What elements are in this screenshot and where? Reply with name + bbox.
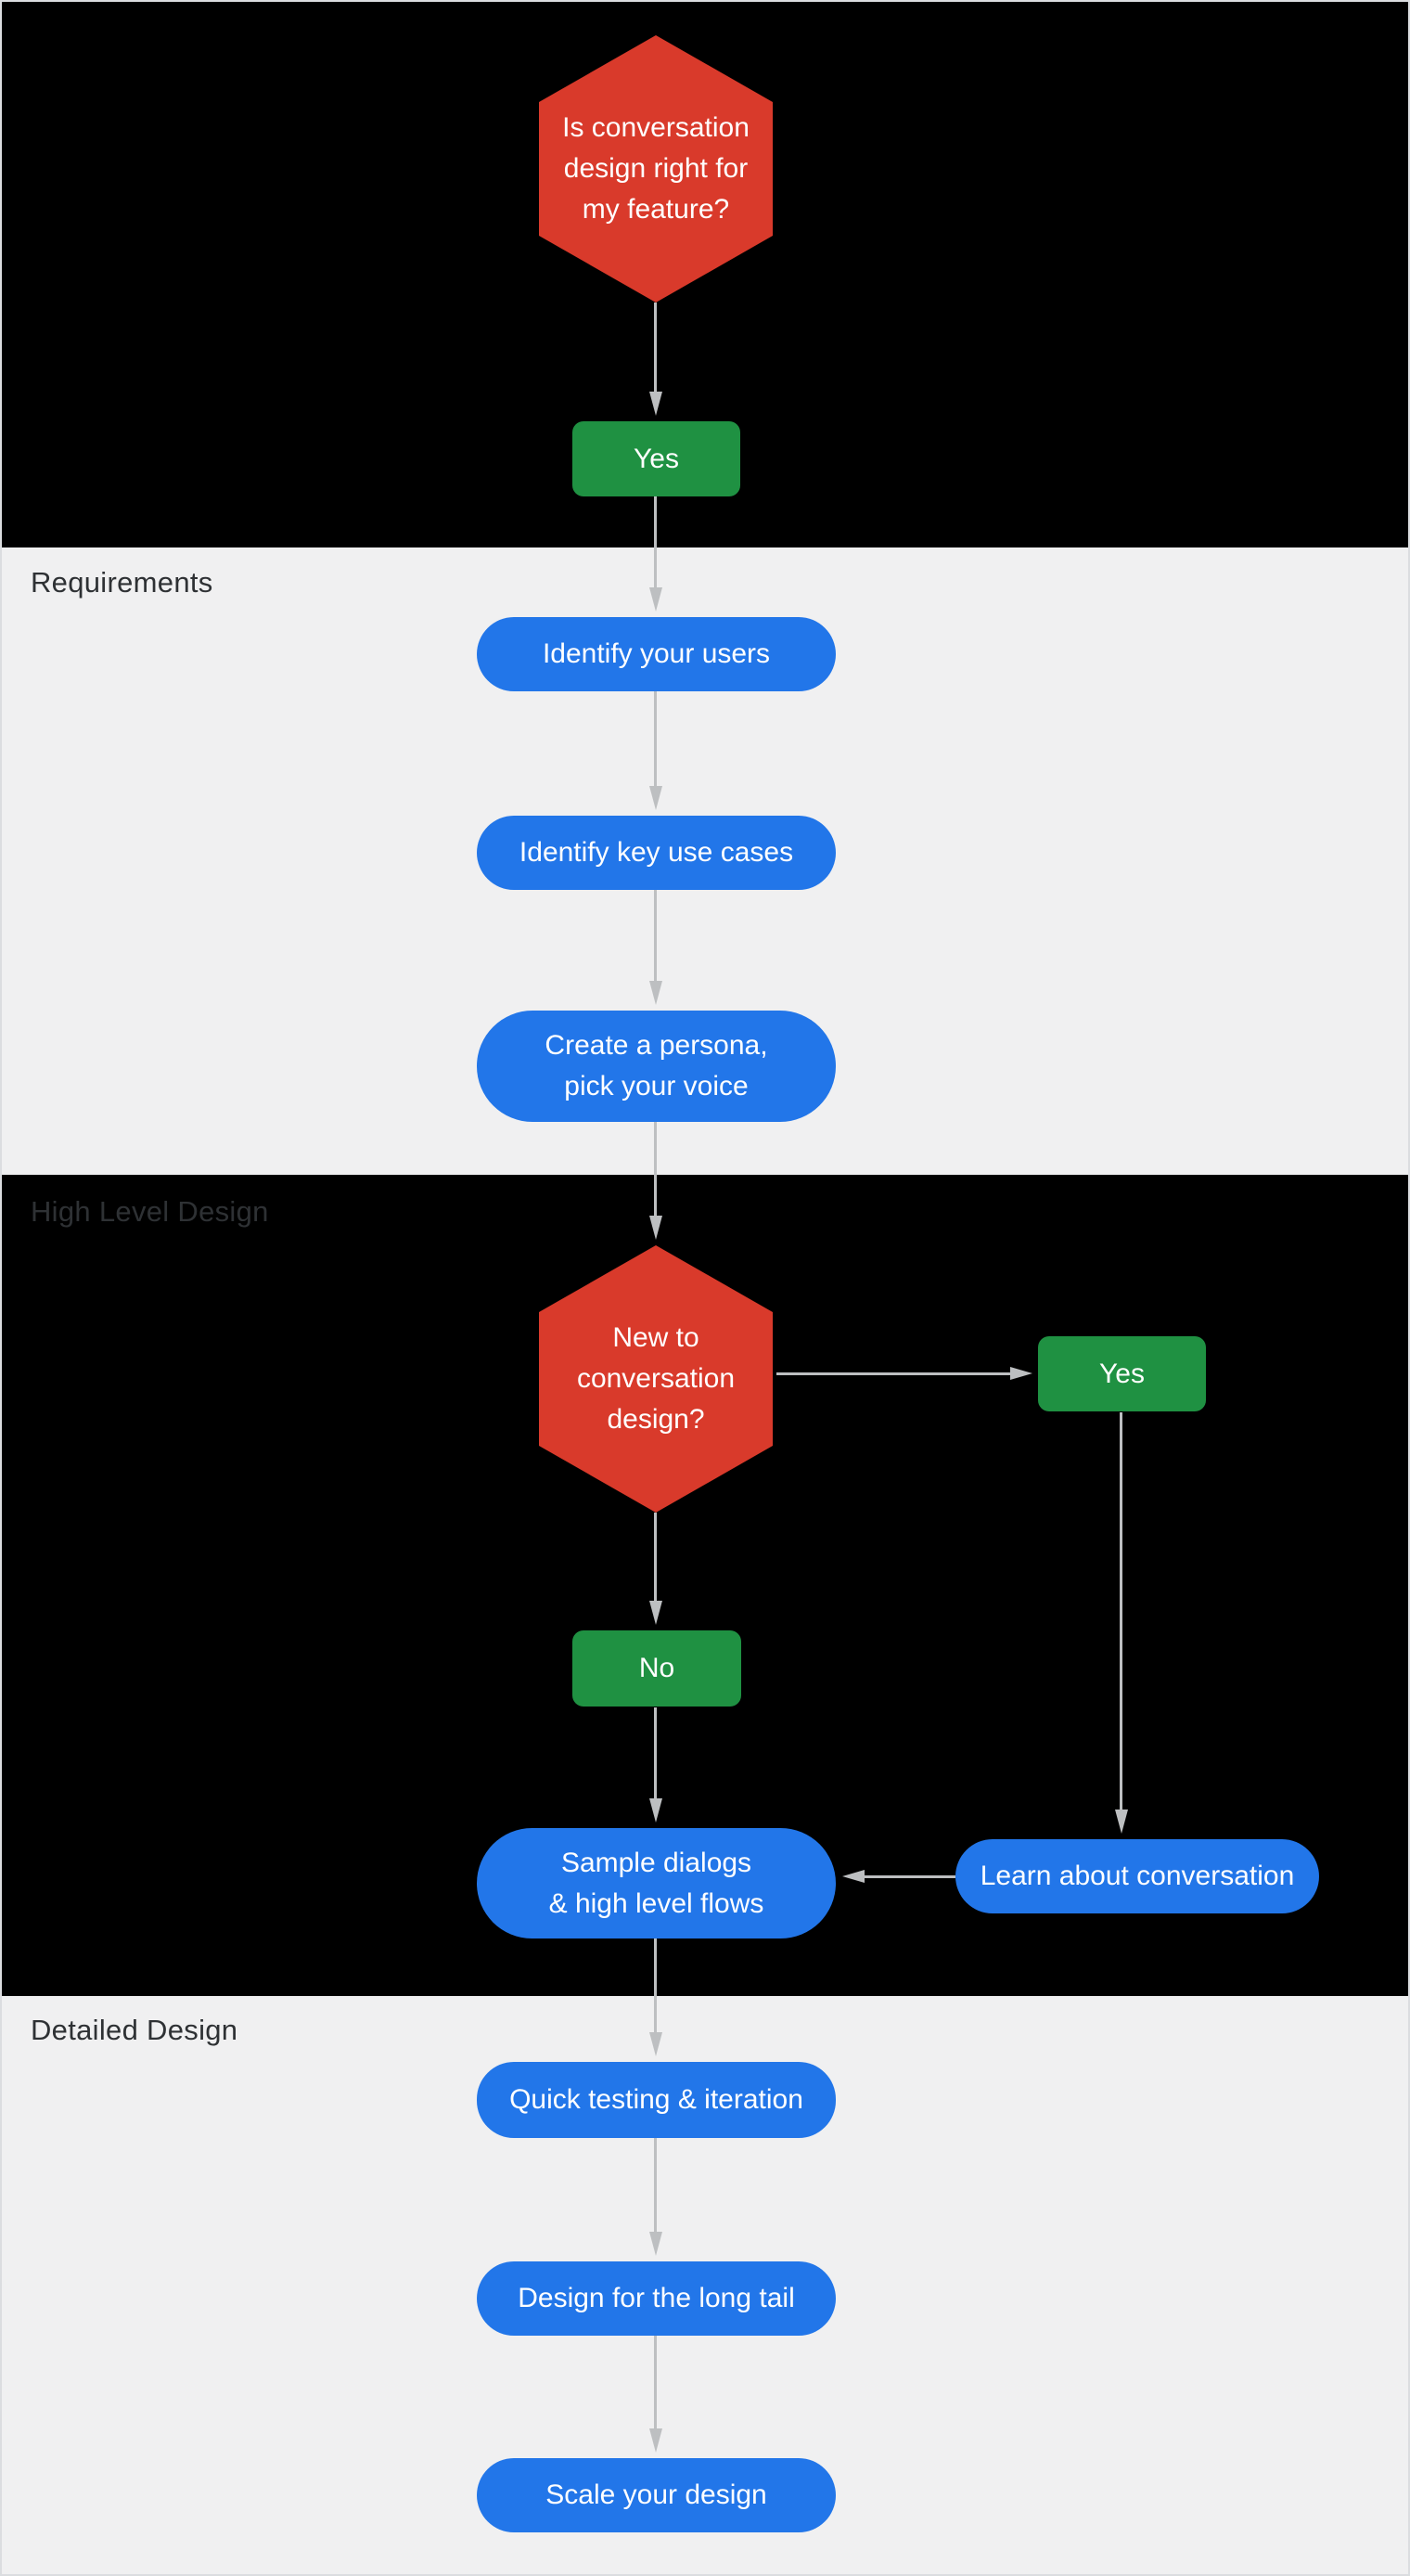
arrowhead-left-icon xyxy=(842,1870,865,1883)
decision-new-to-conversation-design: New to conversation design? xyxy=(539,1245,773,1513)
arrowhead-down-icon xyxy=(649,786,662,810)
decision-text-line: design? xyxy=(607,1404,705,1435)
answer-no-new: No xyxy=(572,1630,741,1707)
arrowhead-down-icon xyxy=(649,2232,662,2256)
process-design-long-tail: Design for the long tail xyxy=(477,2261,836,2336)
arrowhead-down-icon xyxy=(649,2032,662,2056)
arrowhead-down-icon xyxy=(649,1216,662,1240)
section-label-requirements: Requirements xyxy=(31,566,213,599)
decision-text-line: my feature? xyxy=(582,194,730,225)
process-text-line: & high level flows xyxy=(548,1887,764,1919)
decision-text-line: New to xyxy=(612,1322,699,1353)
arrowhead-down-icon xyxy=(649,1601,662,1625)
arrowhead-down-icon xyxy=(649,1798,662,1823)
process-identify-your-users: Identify your users xyxy=(477,617,836,691)
arrowhead-right-icon xyxy=(1010,1367,1032,1380)
process-learn-about-conversation: Learn about conversation xyxy=(955,1839,1319,1913)
answer-yes-new: Yes xyxy=(1038,1336,1206,1411)
process-create-persona: Create a persona, pick your voice xyxy=(477,1011,836,1122)
process-quick-testing-iteration: Quick testing & iteration xyxy=(477,2062,836,2138)
arrowhead-down-icon xyxy=(649,392,662,416)
decision-text-line: conversation xyxy=(576,1363,736,1394)
arrowhead-down-icon xyxy=(649,981,662,1005)
process-text-line: Sample dialogs xyxy=(560,1847,752,1878)
process-text-line: Create a persona, xyxy=(545,1030,768,1061)
process-text-line: pick your voice xyxy=(564,1071,749,1101)
decision-text-line: Is conversation xyxy=(562,112,750,143)
arrowhead-down-icon xyxy=(649,587,662,612)
decision-is-conversation-design-right: Is conversation design right for my feat… xyxy=(539,35,773,303)
process-identify-key-use-cases: Identify key use cases xyxy=(477,816,836,890)
decision-text-line: design right for xyxy=(563,153,749,184)
section-label-detailed-design: Detailed Design xyxy=(31,2014,238,2046)
answer-yes-start: Yes xyxy=(572,421,740,496)
arrowhead-down-icon xyxy=(1115,1810,1128,1834)
section-label-high-level-design: High Level Design xyxy=(31,1195,269,1228)
arrowhead-down-icon xyxy=(649,2428,662,2453)
process-sample-dialogs: Sample dialogs & high level flows xyxy=(477,1828,836,1938)
process-scale-your-design: Scale your design xyxy=(477,2458,836,2532)
